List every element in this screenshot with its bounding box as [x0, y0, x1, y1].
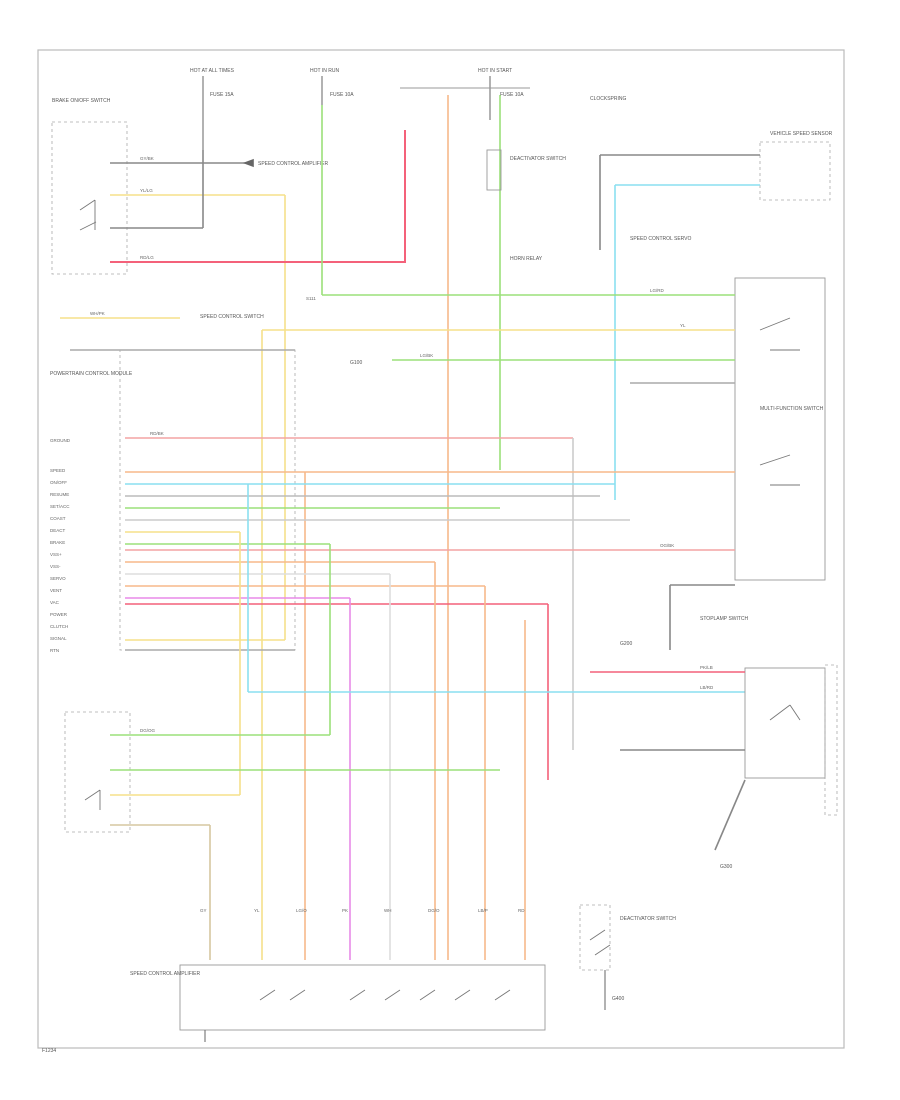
power-header-right: HOT IN START FUSE 10A: [400, 68, 530, 120]
pcm-pin-label-3: ON/OFF: [50, 480, 67, 485]
splice-label: S111: [306, 296, 316, 301]
wire-label-lg-rd: LG/RD: [650, 288, 665, 293]
brake-switch-label: BRAKE ON/OFF SWITCH: [52, 98, 111, 104]
pcm-pin-label-6: COAST: [50, 516, 66, 521]
hot-at-all-times-label: HOT AT ALL TIMES: [190, 68, 235, 74]
pcm-pin-label-10: VSS-: [50, 564, 61, 569]
ground-g3-label: G300: [720, 864, 732, 870]
wire-label-wh-pk: WH/PK: [90, 311, 105, 316]
wire-label-yl-lg: YL/LG: [140, 188, 153, 193]
fuse-1-label: FUSE 15A: [210, 92, 234, 98]
servo-label: SPEED CONTROL SERVO: [630, 236, 692, 242]
ground-g2-label: G200: [620, 641, 632, 647]
bottom-wire-2: YL: [254, 908, 260, 913]
footer-code: F1234: [42, 1048, 56, 1054]
pcm-pin-label-2: SPEED: [50, 468, 66, 473]
hot-start-label: HOT IN START: [478, 68, 512, 74]
bottom-module: SPEED CONTROL AMPLIFIER GY YL LG/O PK WH…: [130, 908, 546, 1042]
pcm-pin-label-4: RESUME: [50, 492, 69, 497]
pcm-pin-label-11: SERVO: [50, 576, 66, 581]
pcm-pin-label-7: DEACT: [50, 528, 66, 533]
turn-signal-switch-label: MULTI-FUNCTION SWITCH: [760, 406, 824, 412]
pcm-pin-label-14: POWER: [50, 612, 68, 617]
power-header-left: HOT AT ALL TIMES FUSE 15A: [190, 68, 235, 150]
bottom-module-label: SPEED CONTROL AMPLIFIER: [130, 971, 200, 977]
pcm-pin-label-12: VENT: [50, 588, 62, 593]
wire-label-rd-bk: RD/BK: [150, 431, 164, 436]
wire-label-lb-rd: LB/RD: [700, 685, 714, 690]
pcm-pin-label-1: GROUND: [50, 438, 71, 443]
ground-g4-label: G400: [612, 996, 624, 1002]
pcm-pin-label-8: BRAKE: [50, 540, 65, 545]
bottom-wire-4: PK: [342, 908, 348, 913]
wire-label-gy-bk: GY/BK: [140, 156, 154, 161]
speed-control-switch-label: SPEED CONTROL SWITCH: [200, 314, 264, 320]
wire-label-og-bk: OG/BK: [660, 543, 674, 548]
pcm-pin-label-17: RTN: [50, 648, 59, 653]
bottom-wire-7: LB/P: [478, 908, 488, 913]
wire-label-rd-lg: RD/LG: [140, 255, 154, 260]
bottom-wire-8: RD: [518, 908, 525, 913]
clockspring-label: CLOCKSPRING: [590, 96, 627, 102]
brake-switch: BRAKE ON/OFF SWITCH: [51, 98, 128, 275]
wire-label-pk-lb: PK/LB: [700, 665, 713, 670]
horn-relay-label: HORN RELAY: [510, 256, 543, 262]
ground-g1-label: G100: [350, 360, 362, 366]
pcm-pin-label-16: SIGNAL: [50, 636, 67, 641]
wire-label-lg-bk: LG/BK: [420, 353, 433, 358]
multi-function-switch: MULTI-FUNCTION SWITCH: [734, 277, 826, 581]
bottom-right-switch-label: DEACTIVATOR SWITCH: [620, 916, 676, 922]
vss-label: VEHICLE SPEED SENSOR: [770, 131, 833, 137]
diagram-frame: [37, 49, 845, 1049]
clockspring-module: CLOCKSPRING VEHICLE SPEED SENSOR SPEED C…: [590, 96, 833, 500]
speed-control-amp-label: SPEED CONTROL AMPLIFIER: [258, 161, 328, 167]
deactivator-label: DEACTIVATOR SWITCH: [510, 156, 566, 162]
bottom-wire-5: WH: [384, 908, 392, 913]
pcm-pin-label-9: VSS+: [50, 552, 62, 557]
pcm-label: POWERTRAIN CONTROL MODULE: [50, 371, 133, 377]
hot-run-label: HOT IN RUN: [310, 68, 339, 74]
wire-label-dg-og: DG/OG: [140, 728, 156, 733]
fuse-3-label: FUSE 10A: [500, 92, 524, 98]
lower-left-switch: DG/OG: [64, 711, 500, 960]
fuse-2-label: FUSE 10A: [330, 92, 354, 98]
pcm-module: POWERTRAIN CONTROL MODULE GROUND SPEED O…: [50, 349, 296, 653]
pcm-pin-label-13: VAC: [50, 600, 60, 605]
bottom-wire-6: DG/O: [428, 908, 440, 913]
speed-control-switch: WH/PK SPEED CONTROL SWITCH: [60, 311, 295, 351]
bottom-right-switch: DEACTIVATOR SWITCH G400: [579, 904, 676, 1010]
pcm-pin-label-5: SET/ACC: [50, 504, 70, 509]
bottom-wire-1: GY: [200, 908, 207, 913]
servo-module: PK/LB STOPLAMP SWITCH G200 G300: [590, 584, 838, 870]
bottom-wire-3: LG/O: [296, 908, 307, 913]
pcm-pin-label-15: CLUTCH: [50, 624, 68, 629]
power-header-mid: HOT IN RUN FUSE 10A: [310, 68, 354, 105]
stoplamp-switch-label: STOPLAMP SWITCH: [700, 616, 749, 622]
wire-label-yl: YL: [680, 323, 686, 328]
